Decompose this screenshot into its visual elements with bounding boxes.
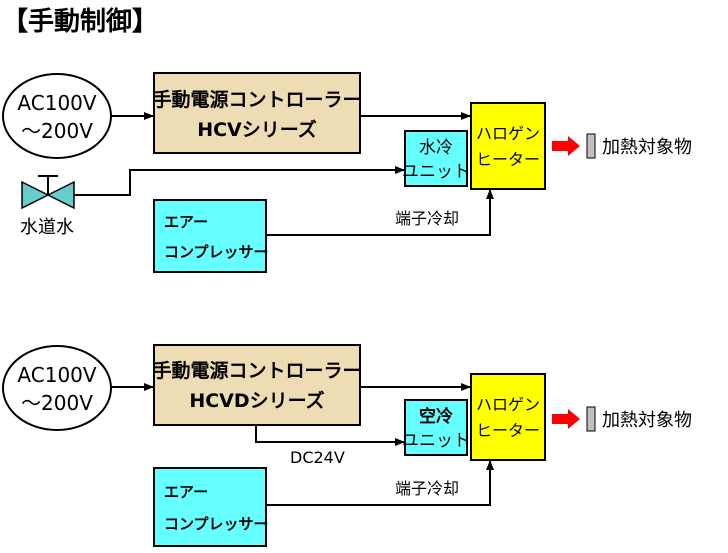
heat-output-arrow bbox=[552, 136, 580, 156]
controller-box bbox=[153, 72, 361, 154]
water-source-label: 水道水 bbox=[20, 217, 74, 238]
power-source-line2: ～200V bbox=[21, 119, 93, 143]
water-line bbox=[74, 166, 405, 196]
cooling-unit-line2: ユニット bbox=[402, 162, 470, 182]
controller-line1: 手動電源コントローラー bbox=[152, 88, 361, 111]
diagram-title: 【手動制御】 bbox=[2, 6, 158, 37]
compressor-box bbox=[153, 467, 267, 547]
air-line bbox=[266, 460, 494, 506]
cooling-unit-line1: 水冷 bbox=[419, 138, 453, 158]
heater-line1: ハロゲン bbox=[476, 395, 540, 414]
controller-line1: 手動電源コントローラー bbox=[152, 359, 361, 382]
air-line bbox=[266, 189, 494, 236]
heat-output-arrow bbox=[552, 409, 580, 429]
power-source-ellipse bbox=[2, 345, 112, 431]
terminal-cooling-label: 端子冷却 bbox=[395, 479, 459, 498]
compressor-line2: コンプレッサー bbox=[164, 243, 269, 261]
cooling-unit-box bbox=[404, 130, 468, 187]
target-object-icon bbox=[586, 133, 596, 159]
controller-box bbox=[153, 344, 361, 426]
heater-box bbox=[470, 373, 546, 461]
heater-line1: ハロゲン bbox=[476, 124, 540, 143]
compressor-line1: エアー bbox=[164, 213, 208, 231]
terminal-cooling-label: 端子冷却 bbox=[395, 209, 459, 228]
section-air-cooled: AC100V ～200V 手動電源コントローラー HCVDシリーズ DC24V … bbox=[2, 344, 692, 547]
dc-label: DC24V bbox=[290, 448, 345, 467]
dc-line bbox=[255, 425, 405, 446]
cooling-unit-line2: ユニット bbox=[402, 431, 470, 451]
heater-box bbox=[470, 102, 546, 190]
heater-line2: ヒーター bbox=[476, 421, 540, 440]
compressor-line2: コンプレッサー bbox=[164, 515, 269, 533]
power-source-line1: AC100V bbox=[17, 91, 96, 115]
power-source-ellipse bbox=[2, 73, 112, 159]
heater-line2: ヒーター bbox=[476, 150, 540, 169]
compressor-line1: エアー bbox=[164, 483, 208, 501]
power-source-line2: ～200V bbox=[21, 391, 93, 415]
power-source-line1: AC100V bbox=[17, 363, 96, 387]
section-water-cooled: AC100V ～200V 手動電源コントローラー HCVシリーズ 水冷 ユニット… bbox=[2, 72, 692, 273]
target-label: 加熱対象物 bbox=[602, 410, 692, 431]
cooling-unit-box bbox=[404, 399, 468, 456]
target-object-icon bbox=[586, 406, 596, 432]
controller-line2: HCVDシリーズ bbox=[189, 389, 324, 412]
water-valve-icon bbox=[21, 175, 75, 210]
cooling-unit-line1: 空冷 bbox=[419, 406, 453, 427]
compressor-box bbox=[153, 199, 267, 273]
controller-line2: HCVシリーズ bbox=[197, 118, 317, 141]
target-label: 加熱対象物 bbox=[602, 137, 692, 158]
